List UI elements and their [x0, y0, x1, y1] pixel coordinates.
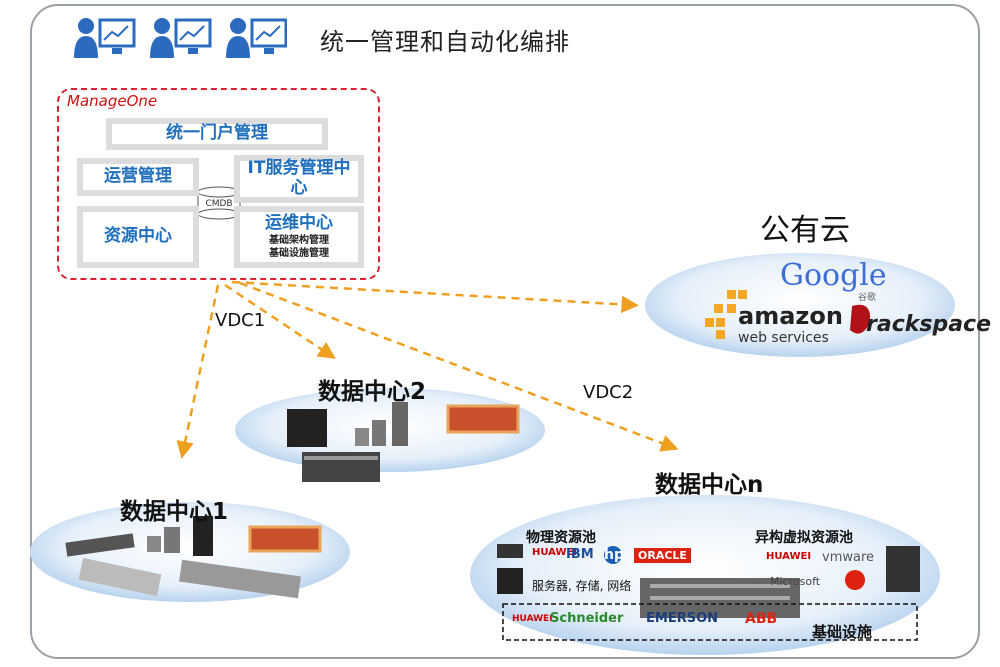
huawei-logo: HUAWEI	[532, 547, 578, 558]
huawei-logo: HUAWEI	[766, 551, 812, 562]
oracle-logo: ORACLE	[634, 548, 691, 563]
unified-portal-box: 统一门户管理	[106, 118, 328, 150]
vdc2-label: VDC2	[583, 382, 634, 403]
dcn-title: 数据中心n	[655, 472, 764, 498]
resource-center-box: 资源中心	[77, 206, 199, 268]
google-logo: Google	[780, 258, 887, 293]
public-cloud-title: 公有云	[760, 213, 850, 248]
infrastructure-label: 基础设施	[812, 623, 873, 641]
microsoft-logo: Microsoft	[770, 575, 821, 588]
dcn-cloud	[470, 495, 940, 655]
dc1-title: 数据中心1	[120, 499, 229, 525]
redhat-logo-icon	[845, 570, 865, 590]
user-monitor-icon	[74, 18, 136, 58]
manageone-label: ManageOne	[67, 92, 158, 110]
cmdb-label: CMDB	[205, 199, 233, 209]
user-monitor-icon	[226, 18, 287, 58]
user-icons	[74, 18, 287, 58]
physical-pool-note: 服务器, 存储, 网络	[532, 579, 632, 593]
hetero-pool-label: 异构虚拟资源池	[755, 530, 853, 546]
arrow-to-dc2	[224, 283, 336, 359]
hp-logo: hp	[604, 546, 624, 564]
operations-label: 运营管理	[104, 166, 172, 187]
amazon-sub: web services	[738, 330, 829, 346]
om-center-box: 运维中心 基础架构管理 基础设施管理	[234, 206, 364, 268]
cmdb-database-icon	[197, 186, 241, 220]
it-service-box: IT服务管理中心	[234, 155, 364, 203]
dc1-equipment	[65, 516, 322, 599]
physical-pool-label: 物理资源池	[526, 530, 596, 546]
emerson-logo: EMERSON	[646, 611, 719, 626]
page-title: 统一管理和自动化编排	[320, 28, 570, 56]
om-sub-facilities: 基础设施管理	[269, 247, 329, 259]
vdc1-label: VDC1	[215, 310, 266, 331]
google-sub: 谷歌	[858, 293, 877, 303]
huawei-logo: HUAWEI	[512, 614, 553, 624]
dc2-equipment	[287, 402, 520, 482]
schneider-logo: Schneider	[550, 611, 624, 626]
operations-box: 运营管理	[77, 158, 199, 196]
om-center-label: 运维中心	[265, 213, 333, 234]
resource-center-label: 资源中心	[104, 226, 172, 247]
abb-logo: ABB	[745, 611, 778, 627]
dcn-equipment	[497, 544, 920, 641]
manageone-panel	[57, 88, 380, 280]
arrow-to-public-cloud	[231, 280, 639, 314]
amazon-logo: amazon	[738, 302, 843, 330]
vmware-logo: vmware	[822, 550, 875, 565]
ibm-logo: IBM	[566, 547, 594, 562]
arrow-to-dc1	[176, 284, 220, 459]
rackspace-logo: rackspace	[866, 312, 992, 337]
user-monitor-icon	[150, 18, 212, 58]
rackspace-logo-icon	[850, 304, 871, 334]
it-service-label: IT服务管理中心	[247, 158, 351, 198]
om-sub-infrastructure: 基础架构管理	[269, 234, 329, 246]
arrow-to-dcn	[239, 281, 679, 452]
dc2-title: 数据中心2	[318, 379, 427, 405]
amazon-logo-icon	[705, 290, 747, 339]
unified-portal-label: 统一门户管理	[166, 123, 268, 144]
